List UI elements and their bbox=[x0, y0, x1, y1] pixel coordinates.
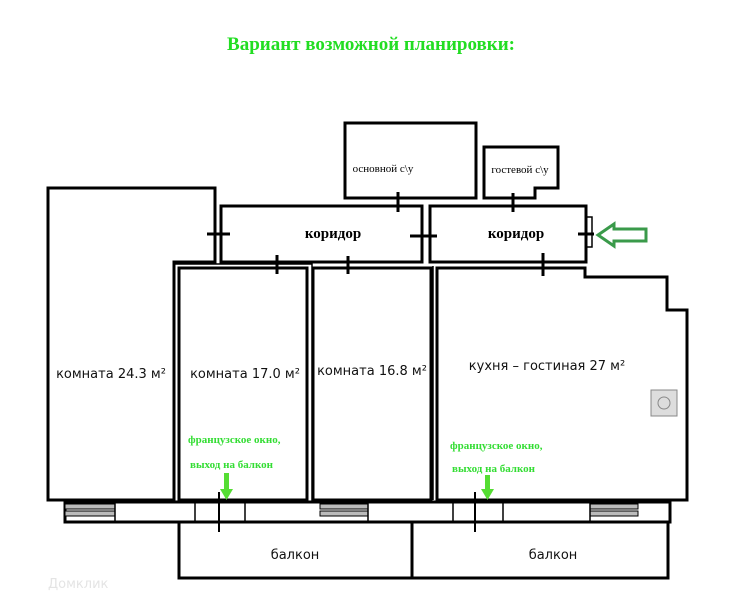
entrance-door bbox=[585, 216, 593, 248]
room-16 bbox=[311, 266, 433, 502]
label-room-24: комната 24.3 м² bbox=[56, 367, 166, 382]
room-24 bbox=[46, 186, 217, 502]
label-corridor-2: коридор bbox=[488, 226, 544, 242]
label-room-16: комната 16.8 м² bbox=[317, 364, 427, 379]
label-room-17: комната 17.0 м² bbox=[190, 367, 300, 382]
watermark: Домклик bbox=[48, 577, 109, 592]
balcony-door-marks bbox=[218, 492, 476, 532]
note-balcony-exit-1: выход на балкон bbox=[190, 459, 274, 471]
arrow-down-icon bbox=[481, 475, 494, 500]
balcony-2 bbox=[410, 520, 670, 580]
note-french-window-1: французское окно, bbox=[188, 434, 281, 446]
note-french-window-2: французское окно, bbox=[450, 440, 543, 452]
vent-icon bbox=[650, 389, 678, 417]
label-guest-bath: гостевой с\у bbox=[491, 164, 549, 176]
kitchen-living bbox=[435, 266, 689, 502]
label-main-bath: основной с\у bbox=[353, 163, 414, 175]
guest-bathroom bbox=[482, 145, 560, 200]
entrance-arrow-icon bbox=[595, 221, 648, 249]
label-balcony-2: балкон bbox=[529, 548, 578, 563]
label-corridor-1: коридор bbox=[305, 226, 361, 242]
door-marks bbox=[207, 192, 594, 276]
main-bathroom bbox=[343, 121, 478, 200]
window-panes bbox=[64, 503, 639, 517]
window-dividers bbox=[114, 502, 591, 522]
label-balcony-1: балкон bbox=[271, 548, 320, 563]
plan-title: Вариант возможной планировки: bbox=[227, 34, 515, 55]
arrow-down-icon bbox=[220, 473, 233, 500]
label-kitchen: кухня – гостиная 27 м² bbox=[469, 359, 625, 374]
note-balcony-exit-2: выход на балкон bbox=[452, 463, 536, 475]
room-17 bbox=[177, 266, 309, 502]
